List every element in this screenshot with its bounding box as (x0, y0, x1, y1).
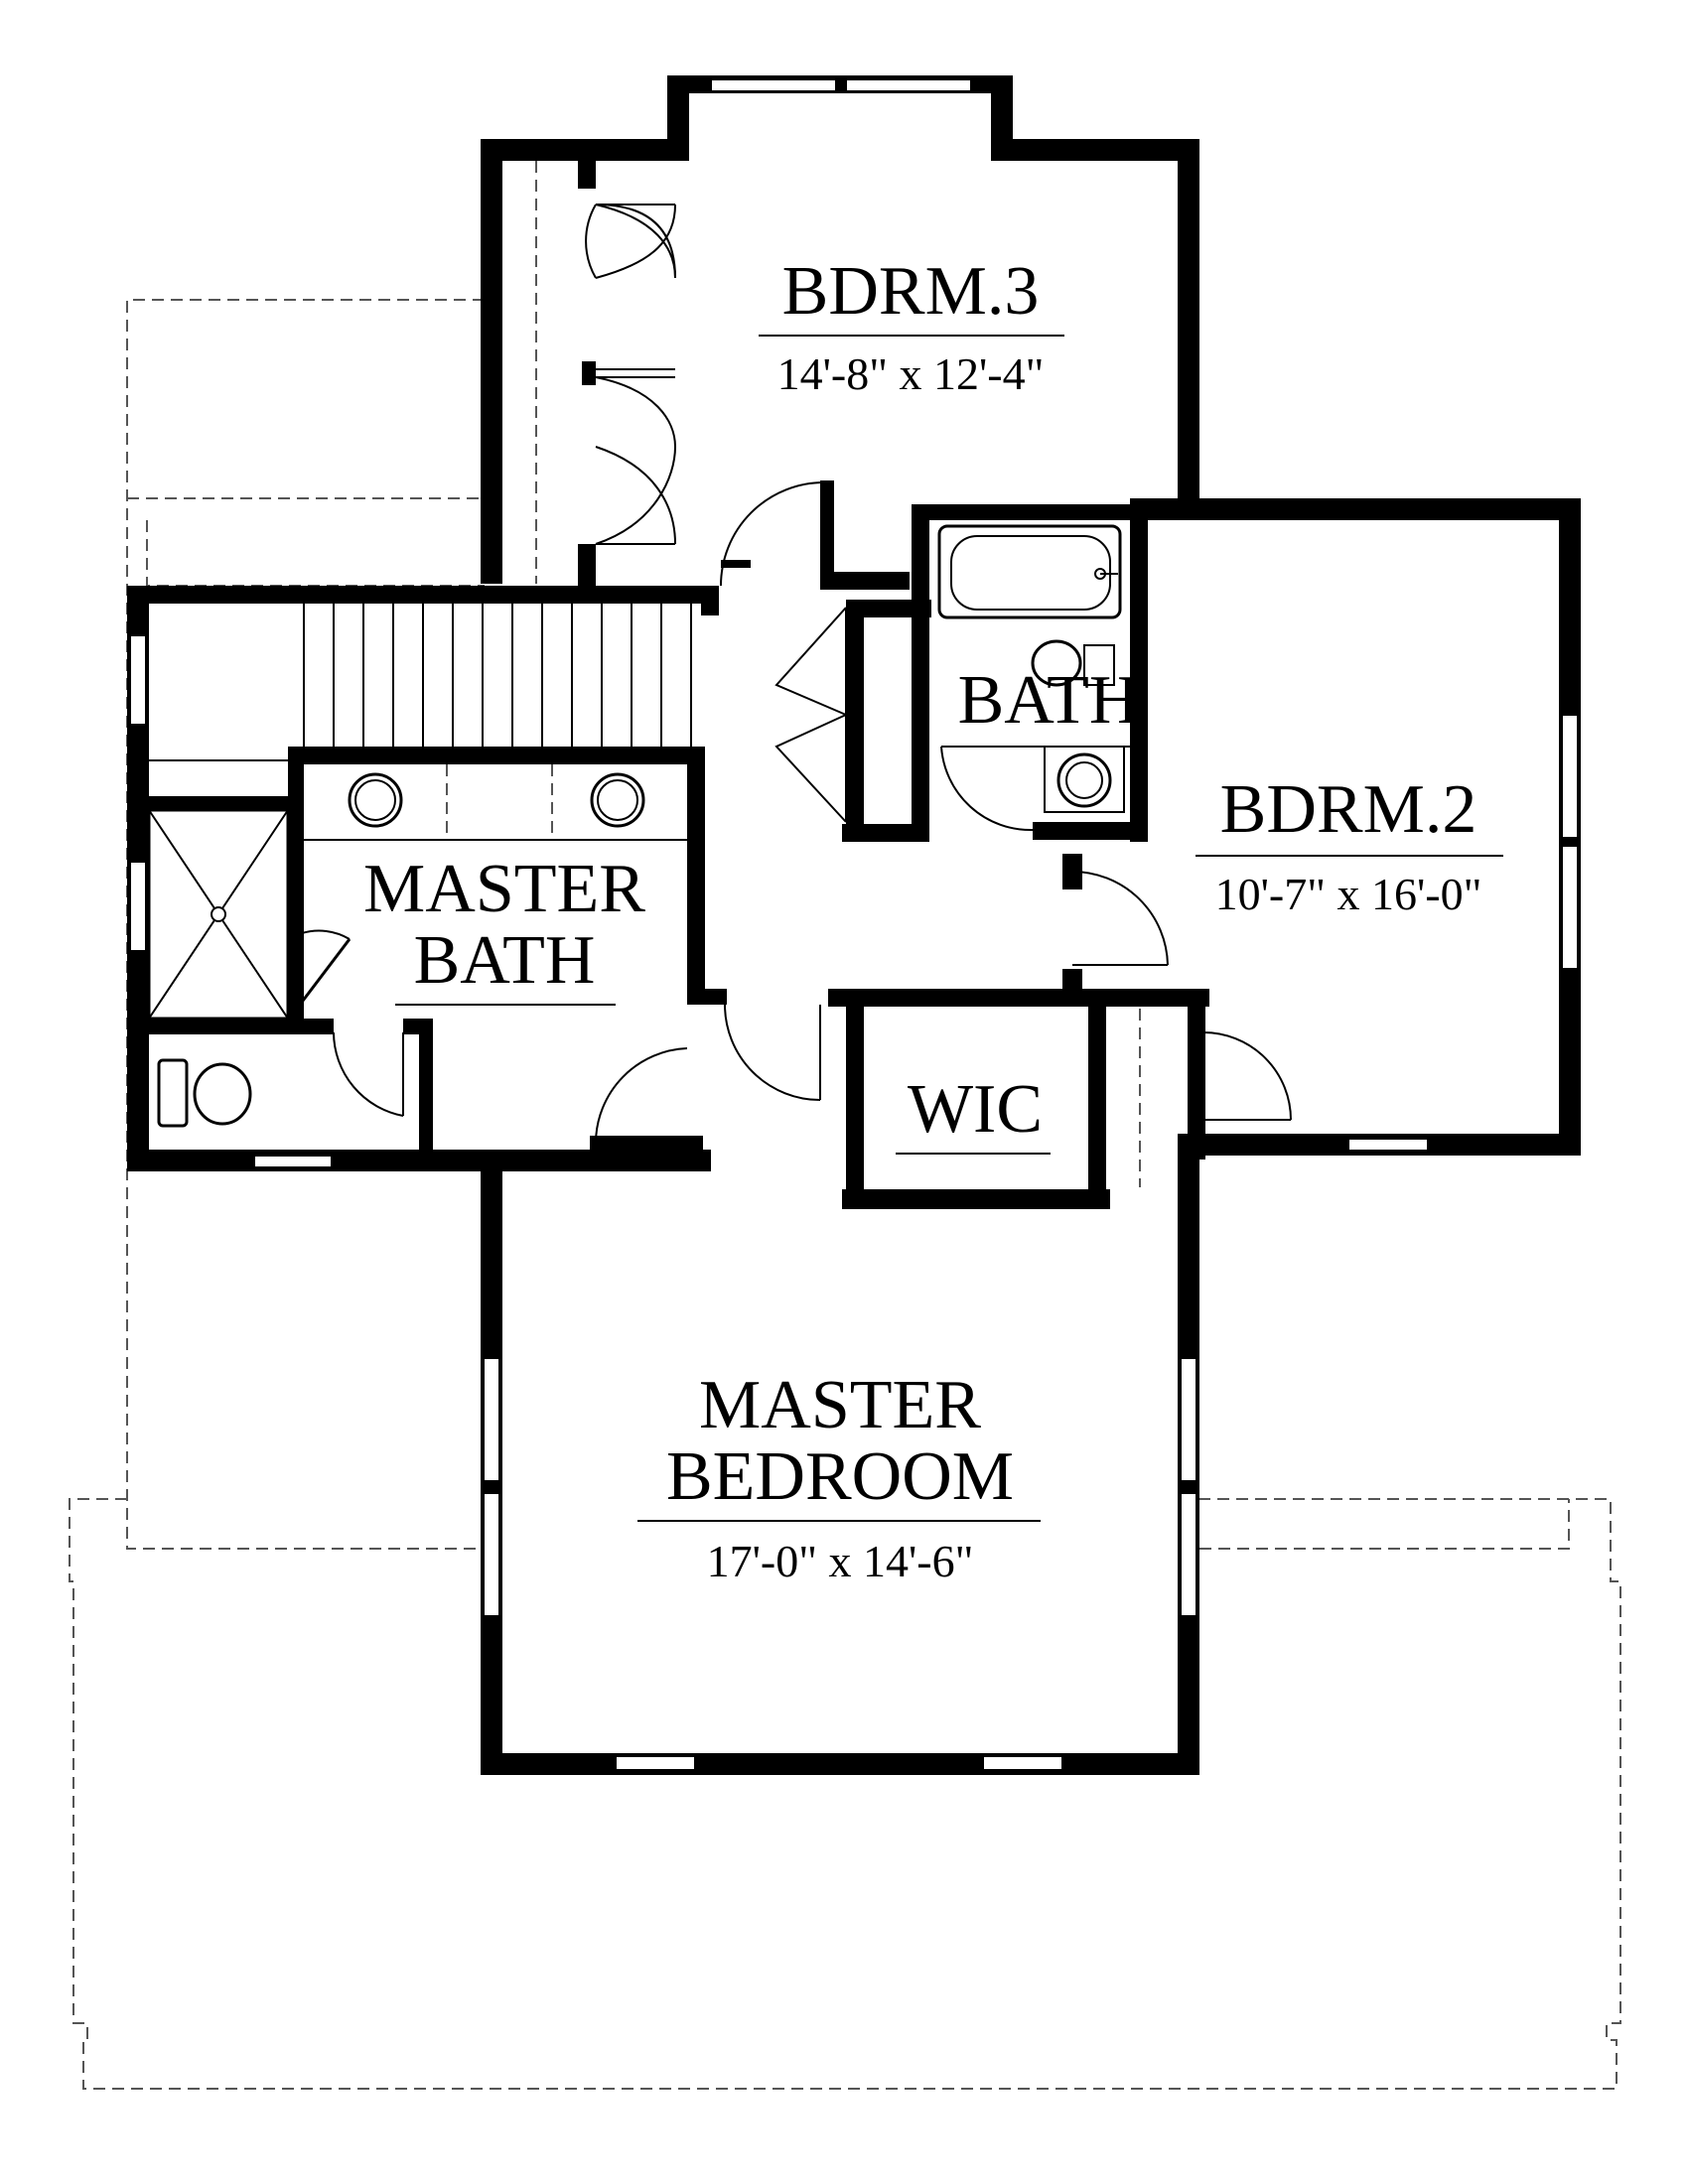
room-label-master-bedroom-line2: BEDROOM (666, 1438, 1014, 1515)
window (710, 78, 837, 92)
room-label-bdrm2: BDRM.2 (1220, 771, 1477, 848)
room-labels: BDRM.3 14'-8" x 12'-4" BATH BDRM.2 10'-7… (363, 253, 1503, 1586)
window (1180, 1357, 1197, 1482)
window (1561, 714, 1579, 839)
window (129, 634, 147, 726)
fixtures (147, 161, 1292, 1187)
lower-right-roof-outline (1199, 1499, 1570, 1550)
room-label-master-bath-line2: BATH (414, 922, 596, 999)
lower-porch-outline (69, 1498, 1621, 2090)
room-label-master-bath-line1: MASTER (363, 851, 645, 927)
shower (147, 808, 290, 1021)
window (615, 1755, 696, 1771)
window (1561, 845, 1579, 970)
stairs (149, 604, 692, 761)
room-label-master-bedroom-line1: MASTER (699, 1367, 981, 1443)
room-dims-bdrm2: 10'-7" x 16'-0" (1215, 869, 1482, 919)
bath-toilet (1031, 639, 1082, 687)
room-label-bath: BATH (958, 662, 1140, 739)
window (129, 861, 147, 952)
room-dims-master-bedroom: 17'-0" x 14'-6" (707, 1536, 974, 1586)
window (982, 1755, 1063, 1771)
room-label-wic: WIC (908, 1071, 1043, 1148)
window (845, 78, 972, 92)
window (483, 1492, 500, 1617)
room-dims-bdrm3: 14'-8" x 12'-4" (777, 348, 1045, 399)
window (253, 1155, 333, 1168)
window (1180, 1492, 1197, 1617)
bath-vanity (1044, 746, 1125, 813)
room-label-bdrm3: BDRM.3 (782, 253, 1040, 330)
toilet (157, 1058, 189, 1128)
windows (129, 78, 1579, 1771)
window (483, 1357, 500, 1482)
upper-left-porch-step-2 (146, 520, 485, 587)
bathtub (937, 524, 1122, 619)
window (1347, 1138, 1429, 1152)
